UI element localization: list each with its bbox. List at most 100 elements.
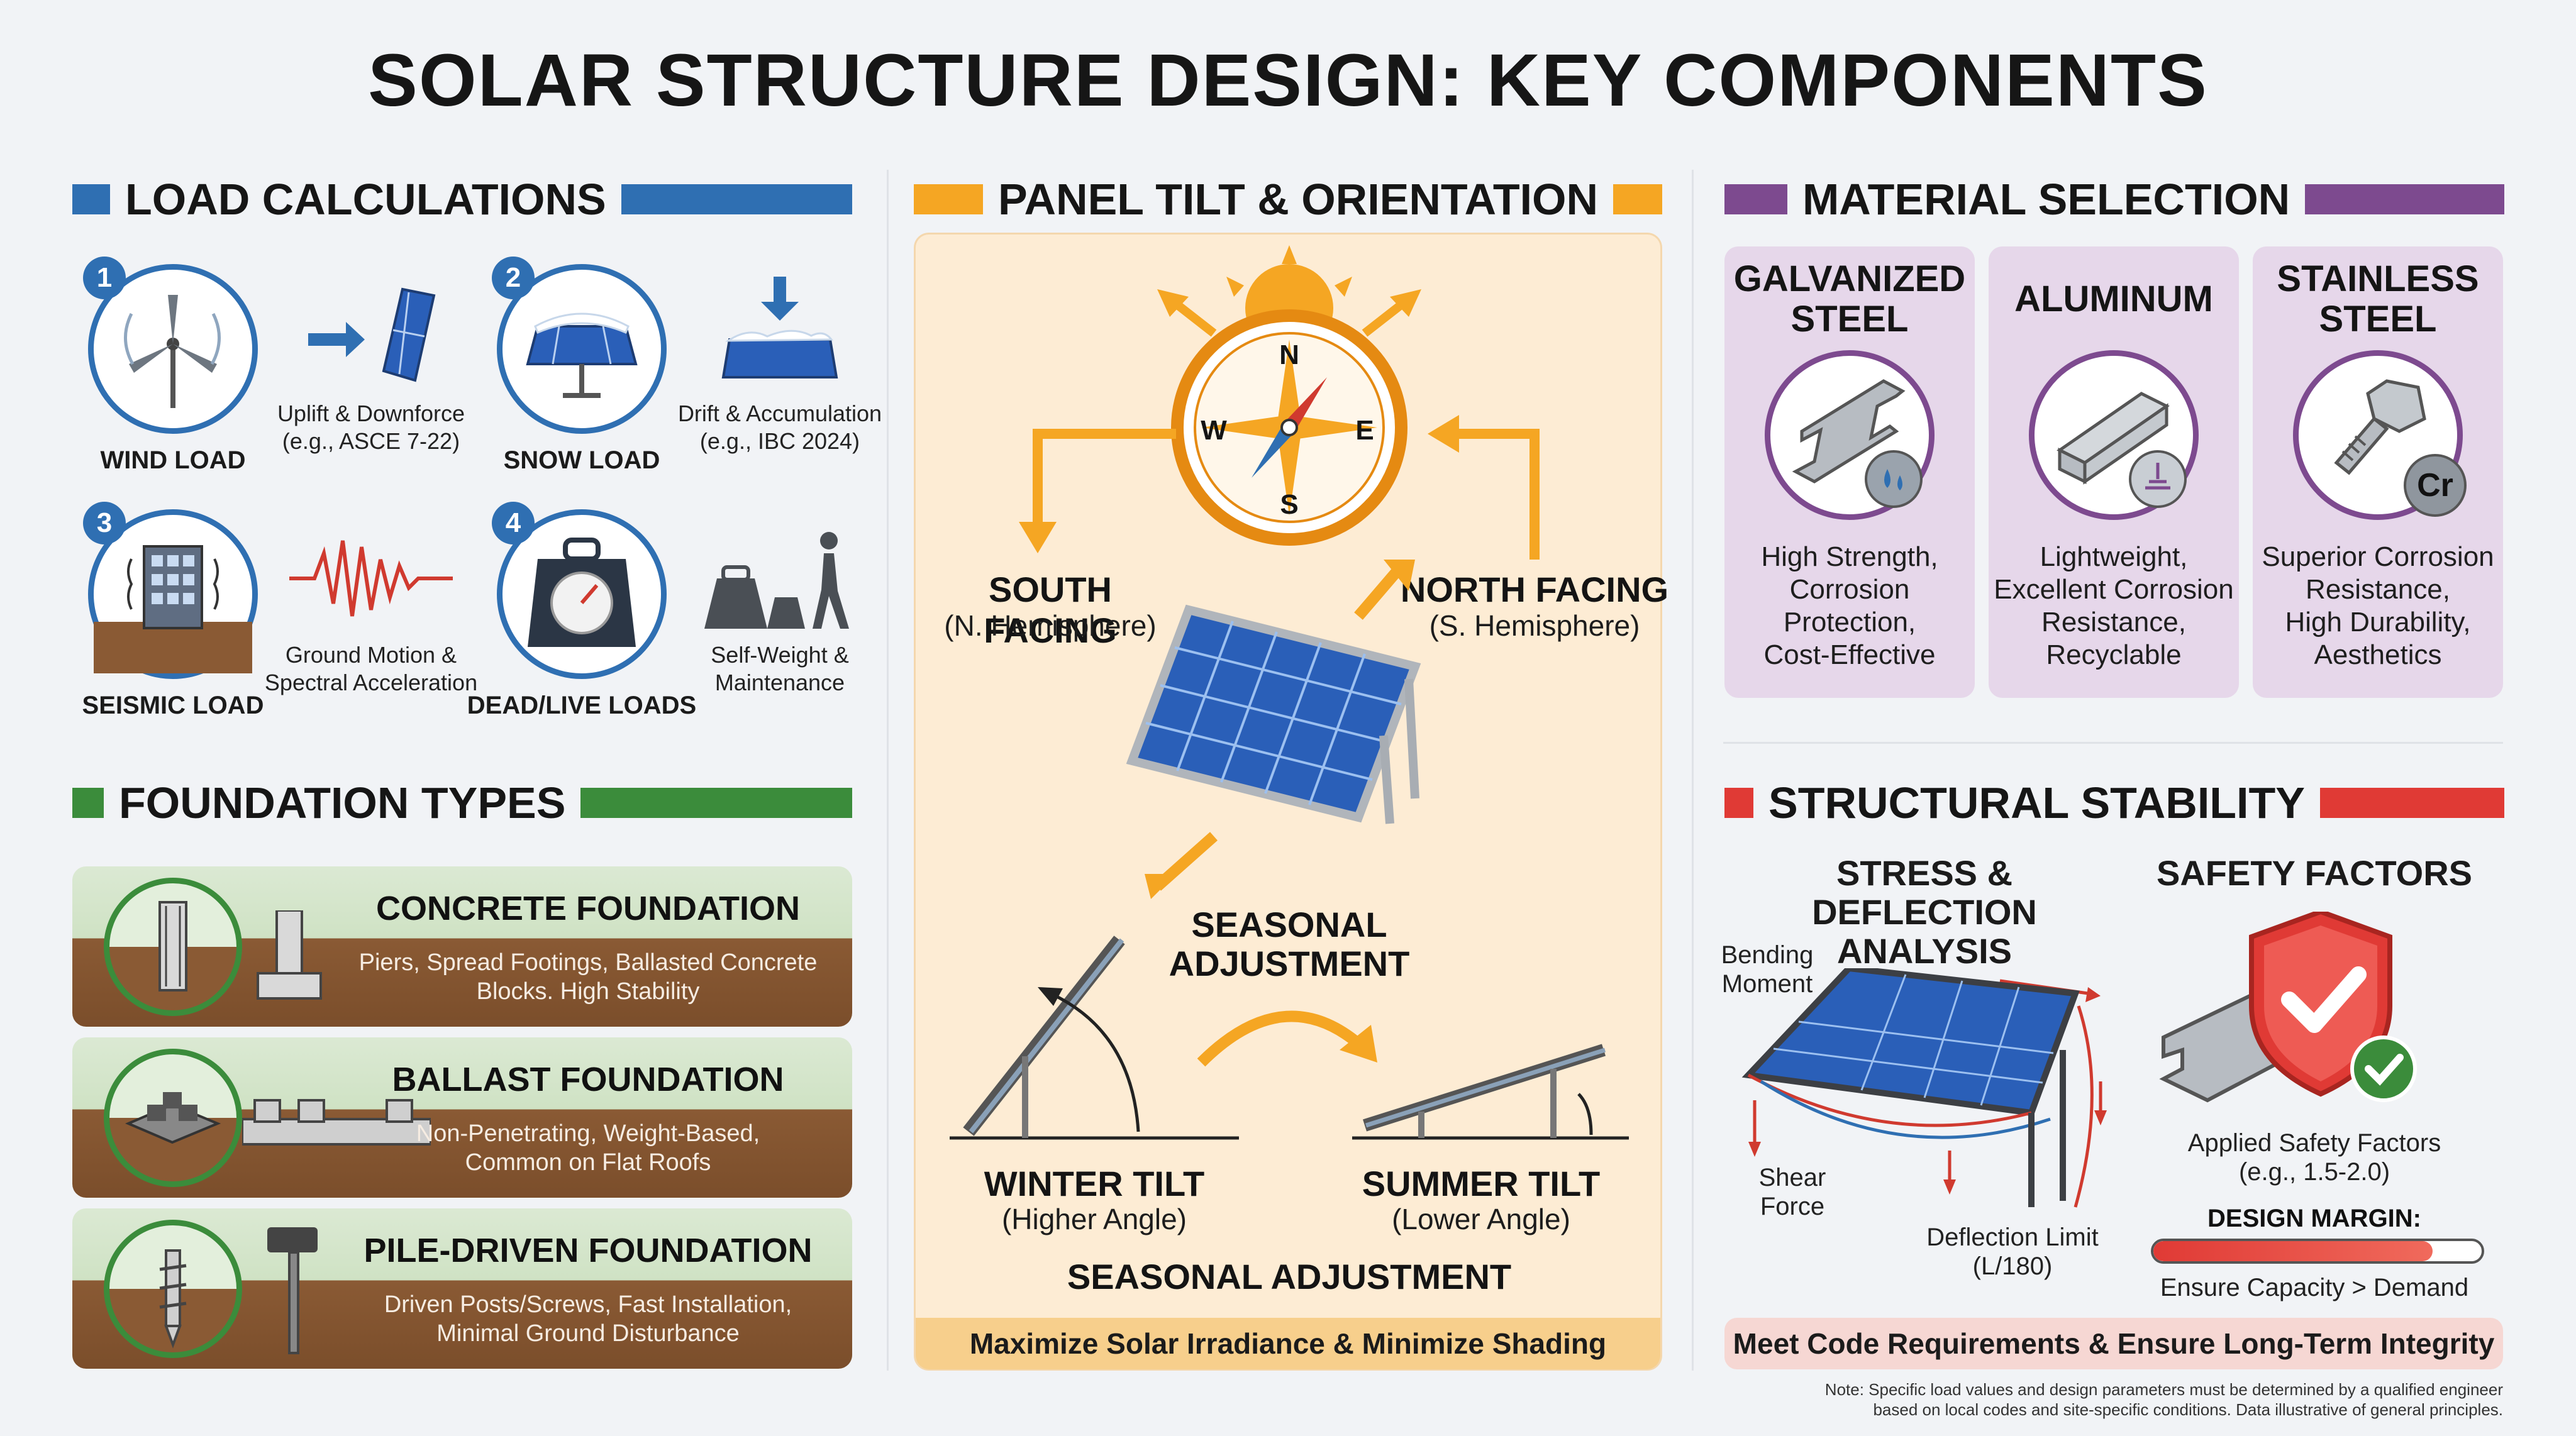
winter-tilt-sub: (Higher Angle) — [1001, 1203, 1187, 1235]
i-beam-water-drop-icon — [1765, 350, 1935, 520]
desc-line-2: Common on Flat Roofs — [465, 1149, 711, 1176]
header-bar-right — [2319, 788, 2504, 818]
wind-detail-line-2: (e.g., ASCE 7-22) — [282, 428, 460, 454]
solar-panel-icon — [1126, 560, 1421, 899]
seasonal-line-1: SEASONAL — [1191, 905, 1387, 944]
bolt-chromium-icon — [2293, 350, 2463, 520]
note-line-1: Note: Specific load values and design pa… — [1824, 1380, 2503, 1399]
header-bar-right — [2305, 184, 2504, 214]
title-line-2: STEEL — [1790, 299, 1909, 340]
number-badge: 3 — [83, 502, 126, 544]
stainless-steel-title: STAINLESS STEEL — [2253, 259, 2503, 340]
disclaimer-note: Note: Specific load values and design pa… — [1509, 1379, 2503, 1420]
pile-driven-foundation-card: PILE-DRIVEN FOUNDATION Driven Posts/Scre… — [72, 1208, 852, 1369]
dead-live-detail: Self-Weight & Maintenance — [667, 641, 893, 697]
winter-tilt-icon — [950, 936, 1239, 1140]
weights-person-icon — [698, 522, 862, 635]
desc-line-2: Corrosion — [1789, 574, 1910, 605]
compass-n: N — [1279, 340, 1299, 370]
deflection-line-1: Deflection Limit — [1926, 1223, 2099, 1251]
dead-live-detail-line-2: Maintenance — [714, 670, 845, 695]
pile-driven-foundation-desc: Driven Posts/Screws, Fast Installation, … — [336, 1290, 840, 1348]
desc-line-1: Driven Posts/Screws, Fast Installation, — [384, 1291, 792, 1318]
page-title: SOLAR STRUCTURE DESIGN: KEY COMPONENTS — [368, 39, 2208, 122]
bending-line-2: Moment — [1721, 970, 1813, 998]
ballast-foundation-title: BALLAST FOUNDATION — [392, 1061, 784, 1098]
structural-stability-footer: Meet Code Requirements & Ensure Long-Ter… — [1724, 1318, 2503, 1369]
desc-line-1: Piers, Spread Footings, Ballasted Concre… — [358, 949, 818, 976]
ballast-foundation-desc: Non-Penetrating, Weight-Based, Common on… — [336, 1119, 840, 1177]
compass-s: S — [1280, 489, 1299, 520]
desc-line-3: Protection, — [1783, 607, 1916, 638]
galvanized-steel-card: GALVANIZED STEEL High Strength, Corrosio… — [1724, 246, 1975, 698]
material-selection-header: MATERIAL SELECTION — [1724, 174, 2504, 224]
seismograph-icon — [289, 528, 453, 629]
concrete-pier-icon — [104, 878, 242, 1016]
north-facing-title: NORTH FACING — [1400, 570, 1669, 609]
ballast-row-icon — [242, 1099, 431, 1146]
winter-tilt-title: WINTER TILT — [984, 1164, 1205, 1203]
load-calculations-header: LOAD CALCULATIONS — [72, 174, 852, 224]
north-facing-sub: (S. Hemisphere) — [1429, 609, 1640, 642]
compass-e: E — [1355, 415, 1374, 446]
desc-line-4: Cost-Effective — [1763, 639, 1936, 670]
ballast-foundation-card: BALLAST FOUNDATION Non-Penetrating, Weig… — [72, 1037, 852, 1198]
seasonal-curved-arrow-icon — [1197, 1010, 1377, 1067]
title-line-2: STEEL — [2319, 299, 2437, 340]
header-bar-right — [580, 788, 852, 818]
seismic-detail-line-2: Spectral Acceleration — [264, 670, 478, 695]
title-line-1: GALVANIZED — [1733, 258, 1966, 299]
seismic-load-label: SEISMIC LOAD — [82, 692, 264, 719]
wind-detail: Uplift & Downforce (e.g., ASCE 7-22) — [264, 400, 478, 455]
desc-line-3: Resistance, — [2041, 607, 2186, 638]
sun-compass-icon — [1157, 245, 1421, 546]
snow-detail: Drift & Accumulation (e.g., IBC 2024) — [673, 400, 887, 455]
aluminum-channel-icon — [2029, 350, 2199, 520]
stress-deflection-diagram — [1741, 968, 2107, 1208]
south-arrow-icon — [1019, 429, 1176, 553]
south-facing-title: SOUTH FACING — [984, 570, 1117, 650]
material-selection-heading: MATERIAL SELECTION — [1802, 175, 2290, 224]
summer-tilt-title: SUMMER TILT — [1362, 1164, 1601, 1203]
stress-deflection-title: STRESS & DEFLECTION ANALYSIS — [1723, 854, 2126, 971]
galvanized-steel-desc: High Strength, Corrosion Protection, Cos… — [1724, 541, 1975, 671]
aluminum-title: ALUMINUM — [2014, 279, 2213, 319]
title-line-2: ANALYSIS — [1836, 931, 2012, 971]
header-bar-left — [1724, 184, 1787, 214]
number-badge: 4 — [492, 502, 535, 544]
pile-driven-foundation-title: PILE-DRIVEN FOUNDATION — [364, 1232, 813, 1269]
chromium-badge: Cr — [2404, 454, 2467, 517]
snow-load-label: SNOW LOAD — [503, 446, 660, 474]
snow-drift-icon — [711, 270, 849, 390]
bending-moment-label: Bending Moment — [1711, 941, 1824, 998]
desc-line-2: Resistance, — [2306, 574, 2450, 605]
concrete-foundation-card: CONCRETE FOUNDATION Piers, Spread Footin… — [72, 866, 852, 1027]
desc-line-2: Blocks. High Stability — [476, 978, 700, 1005]
snow-detail-line-1: Drift & Accumulation — [677, 400, 882, 426]
compass-w: W — [1201, 415, 1227, 446]
pile-driver-icon — [267, 1227, 318, 1354]
shear-force-label: Shear Force — [1736, 1163, 1849, 1221]
snow-detail-line-2: (e.g., IBC 2024) — [699, 428, 860, 454]
aluminum-desc: Lightweight, Excellent Corrosion Resista… — [1989, 541, 2239, 671]
summer-tilt-sub: (Lower Angle) — [1392, 1203, 1570, 1235]
foundation-types-header: FOUNDATION TYPES — [72, 778, 852, 828]
seismic-detail: Ground Motion & Spectral Acceleration — [258, 641, 484, 697]
footing-icon — [257, 910, 322, 1000]
header-bar-left — [1724, 788, 1753, 818]
desc-line-3: High Durability, — [2285, 607, 2471, 638]
dead-live-load-label: DEAD/LIVE LOADS — [467, 692, 697, 719]
desc-line-1: Superior Corrosion — [2262, 541, 2494, 572]
design-margin-bar — [2151, 1239, 2484, 1264]
south-facing-sub: (N. Hemisphere) — [944, 609, 1157, 642]
stainless-steel-desc: Superior Corrosion Resistance, High Dura… — [2253, 541, 2503, 671]
concrete-foundation-desc: Piers, Spread Footings, Ballasted Concre… — [336, 948, 840, 1006]
desc-line-1: Non-Penetrating, Weight-Based, — [416, 1120, 760, 1147]
dead-live-detail-line-1: Self-Weight & — [711, 642, 849, 668]
applied-line-1: Applied Safety Factors — [2187, 1129, 2441, 1157]
title-line-1: STRESS & DEFLECTION — [1812, 853, 2037, 932]
design-margin-label: DESIGN MARGIN: — [2207, 1205, 2421, 1232]
note-line-2: based on local codes and site-specific c… — [1873, 1400, 2503, 1419]
column-divider-left — [887, 170, 889, 1371]
header-bar-right — [621, 184, 852, 214]
